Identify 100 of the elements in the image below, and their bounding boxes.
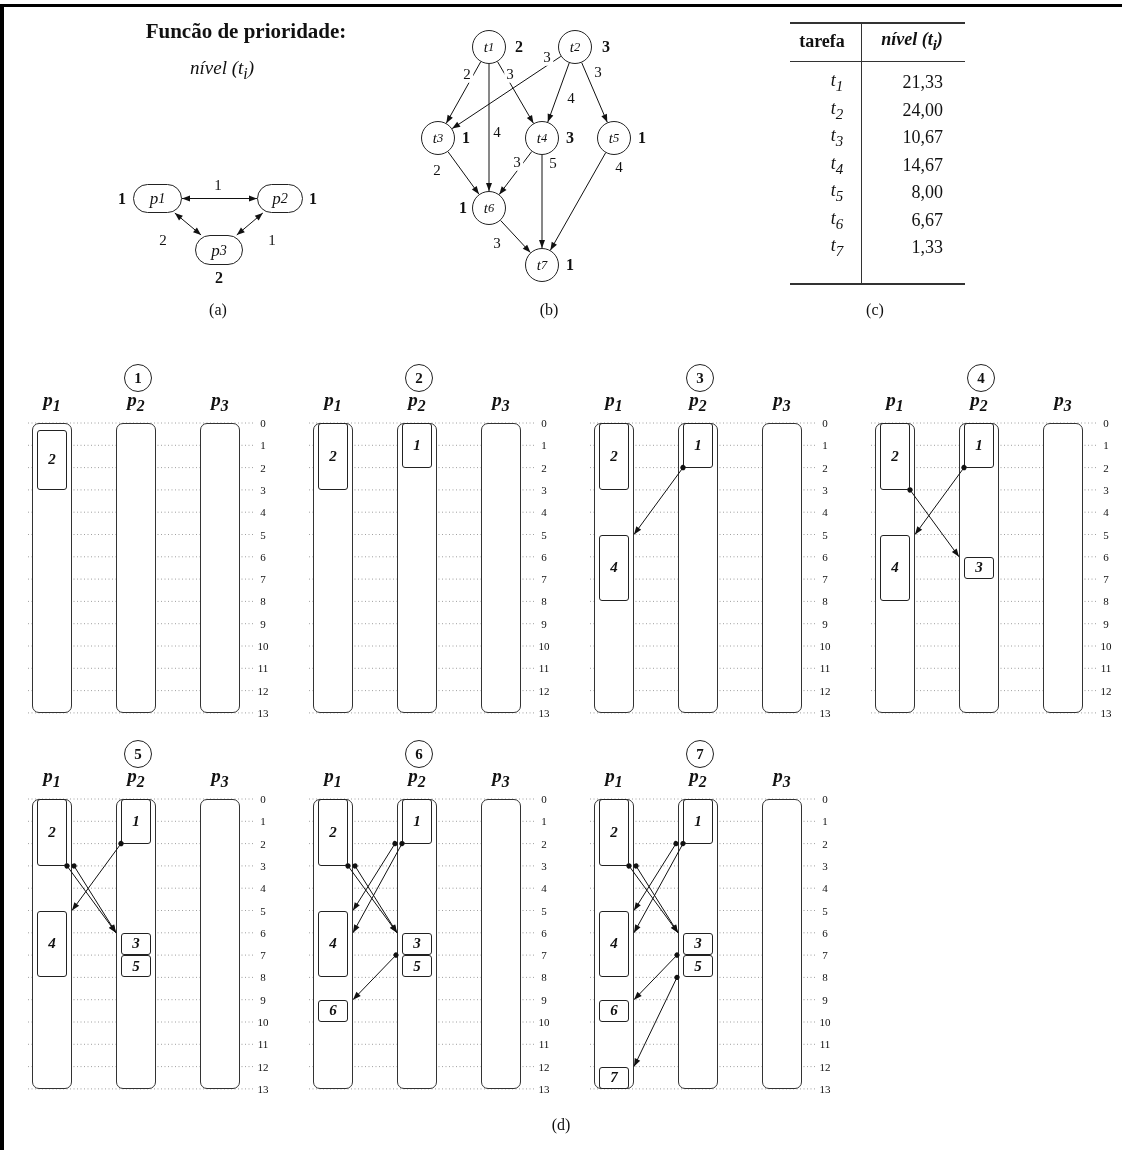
time-tick-label: 12 xyxy=(257,1060,269,1073)
time-tick-label: 11 xyxy=(819,1038,831,1051)
scheduled-task-box: 3 xyxy=(964,556,994,580)
time-tick-label: 7 xyxy=(822,949,828,962)
priority-value: 21,33 xyxy=(902,73,943,93)
time-tick-label: 13 xyxy=(819,706,831,719)
time-tick-label: 13 xyxy=(1100,706,1112,719)
time-tick-label: 5 xyxy=(822,904,828,917)
arrow xyxy=(581,62,608,123)
weight-label: 2 xyxy=(515,38,523,56)
weight-label: 3 xyxy=(566,129,574,147)
scheduled-task-box: 1 xyxy=(964,423,994,468)
scheduled-task-box: 1 xyxy=(402,799,432,844)
time-tick-label: 2 xyxy=(260,461,266,474)
time-tick-label: 6 xyxy=(1103,550,1109,563)
time-tick-label: 10 xyxy=(819,639,831,653)
time-tick-label: 12 xyxy=(257,684,269,697)
time-tick-label: 12 xyxy=(538,1060,550,1073)
priority-value: 1,33 xyxy=(911,238,943,258)
time-tick-label: 0 xyxy=(1103,416,1109,430)
time-tick-label: 4 xyxy=(822,882,828,895)
processor-label: p$_{3}$ xyxy=(490,389,511,416)
task-name: t$_{7}$ xyxy=(830,236,844,260)
scheduled-task-box: 5 xyxy=(121,955,151,978)
processor-label: p$_{1}$ xyxy=(884,389,905,416)
step-number-circle: 7 xyxy=(686,740,714,768)
time-tick-label: 5 xyxy=(260,528,266,541)
panel-caption: (a) xyxy=(209,301,227,319)
time-tick-label: 1 xyxy=(541,439,547,452)
time-tick-label: 13 xyxy=(538,706,550,719)
time-tick-label: 9 xyxy=(260,993,266,1006)
processor-label: p$_{3}$ xyxy=(771,389,792,416)
time-tick-label: 13 xyxy=(257,1082,269,1095)
scheduled-task-box: 2 xyxy=(37,799,67,866)
message-arrow xyxy=(71,841,124,911)
time-tick-label: 3 xyxy=(822,859,828,872)
time-tick-label: 3 xyxy=(541,859,547,872)
arrow xyxy=(549,152,607,251)
weight-label: 1 xyxy=(566,256,574,274)
step-number-circle: 5 xyxy=(124,740,152,768)
time-tick-label: 1 xyxy=(1103,439,1109,452)
message-arrow xyxy=(633,841,686,934)
weight-label: 1 xyxy=(118,190,126,208)
time-tick-label: 4 xyxy=(541,506,547,519)
priority-value: 14,67 xyxy=(902,155,943,176)
task-name: t$_{4}$ xyxy=(830,153,844,178)
scheduled-task-box: 4 xyxy=(599,534,629,602)
time-tick-label: 6 xyxy=(260,550,266,563)
time-tick-label: 3 xyxy=(822,483,828,496)
panel-caption: (c) xyxy=(866,301,884,319)
arrow xyxy=(445,61,482,124)
scheduled-task-box: 2 xyxy=(37,429,67,490)
time-tick-label: 0 xyxy=(541,792,547,806)
processor-label: p$_{2}$ xyxy=(687,765,708,792)
priority-value: 8,00 xyxy=(911,183,943,203)
time-tick-label: 7 xyxy=(541,573,547,586)
time-tick-label: 11 xyxy=(538,1038,550,1051)
message-arrow xyxy=(914,465,967,535)
time-tick-label: 8 xyxy=(260,971,266,984)
time-tick-label: 7 xyxy=(260,949,266,962)
time-tick-label: 1 xyxy=(822,815,828,828)
processor-label: p$_{2}$ xyxy=(968,389,989,416)
time-tick-label: 2 xyxy=(822,837,828,850)
task-name: t$_{5}$ xyxy=(830,181,844,205)
time-tick-label: 1 xyxy=(541,815,547,828)
scheduled-task-box: 2 xyxy=(599,799,629,866)
column-heading: nível (t$_{i}$) xyxy=(881,30,943,54)
time-tick-label: 1 xyxy=(260,815,266,828)
processor-label: p$_{2}$ xyxy=(406,389,427,416)
time-tick-label: 5 xyxy=(541,528,547,541)
time-tick-label: 5 xyxy=(822,528,828,541)
priority-value: 10,67 xyxy=(902,128,943,148)
arrow xyxy=(500,219,531,254)
priority-value: 6,67 xyxy=(911,210,943,231)
time-tick-label: 0 xyxy=(541,416,547,430)
time-tick-label: 6 xyxy=(260,926,266,939)
panel-caption: (d) xyxy=(551,1116,571,1134)
arrow xyxy=(174,212,202,236)
time-tick-label: 12 xyxy=(538,684,550,697)
time-tick-label: 11 xyxy=(257,1038,269,1051)
time-tick-label: 0 xyxy=(260,416,266,430)
task-name: t$_{3}$ xyxy=(830,126,844,150)
time-tick-label: 9 xyxy=(260,617,266,630)
message-arrow xyxy=(352,952,399,1001)
step-number-circle: 4 xyxy=(967,364,995,392)
arrow xyxy=(447,151,480,195)
message-arrow xyxy=(633,952,680,1001)
time-tick-label: 11 xyxy=(257,662,269,675)
step-number-circle: 3 xyxy=(686,364,714,392)
task-name: t$_{1}$ xyxy=(830,71,844,95)
processor-label: p$_{3}$ xyxy=(771,765,792,792)
processor-label: p$_{2}$ xyxy=(687,389,708,416)
time-tick-label: 4 xyxy=(541,882,547,895)
weight-label: 1 xyxy=(309,190,317,208)
time-tick-label: 6 xyxy=(541,550,547,563)
scheduled-task-box: 6 xyxy=(318,999,348,1022)
task-name: t$_{6}$ xyxy=(830,208,844,233)
scheduled-task-box: 1 xyxy=(683,423,713,468)
time-tick-label: 0 xyxy=(822,416,828,430)
scheduled-task-box: 5 xyxy=(402,955,432,978)
